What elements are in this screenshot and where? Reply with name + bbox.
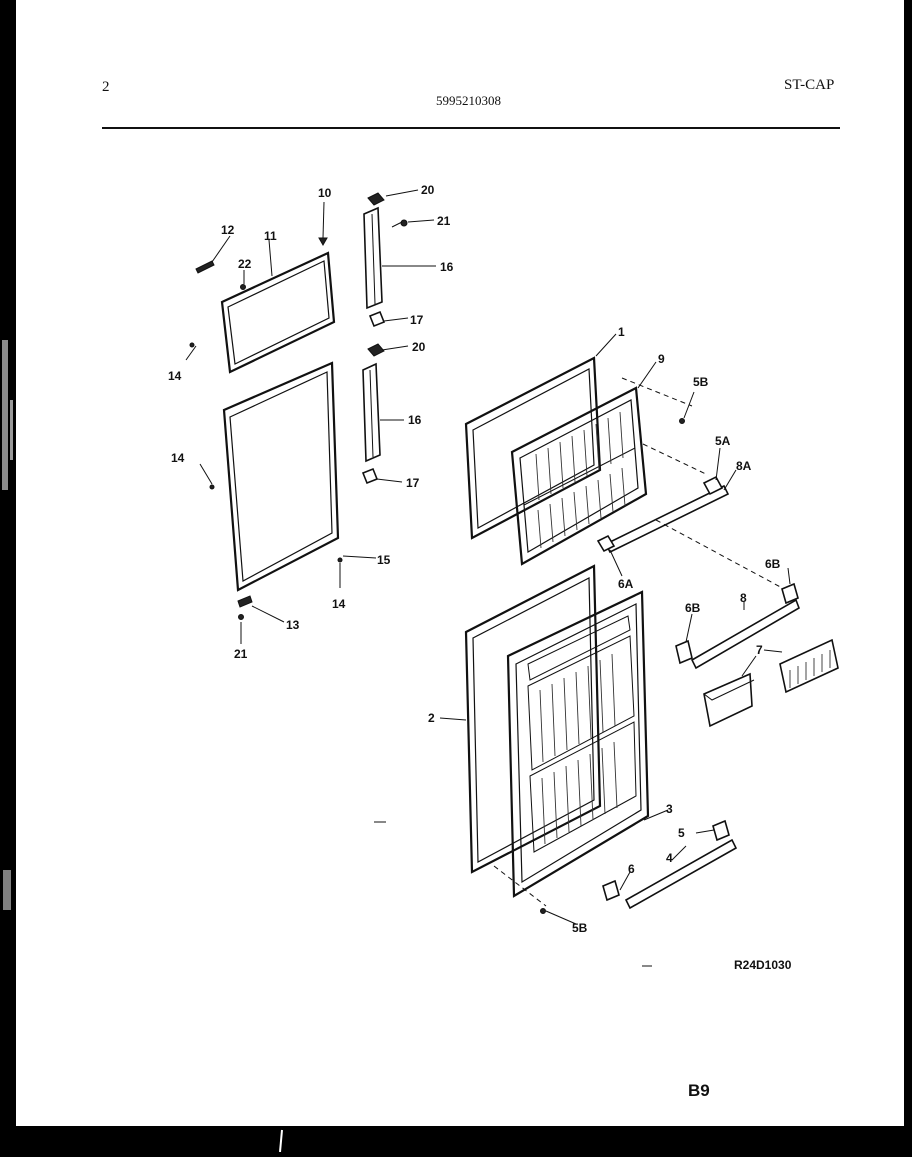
assembly-line-d xyxy=(493,865,547,907)
page-number: 2 xyxy=(102,79,110,95)
callout-21-a: 21 xyxy=(437,214,451,228)
callout-11: 11 xyxy=(264,229,277,243)
callout-10: 10 xyxy=(318,186,332,200)
section-code: ST-CAP xyxy=(784,77,835,93)
callout-6b-left: 6B xyxy=(685,601,701,615)
part-3-fresh-food-door-liner xyxy=(506,590,650,898)
callout-16-b: 16 xyxy=(408,413,422,427)
part-number: 5995210308 xyxy=(436,93,501,108)
part-16-lower-hinge-strip xyxy=(361,343,385,485)
callout-16-a: 16 xyxy=(440,260,454,274)
part-15-fresh-food-gasket xyxy=(222,361,340,592)
exploded-parts-diagram: 10 12 11 22 14 14 14 15 13 21 20 21 16 1… xyxy=(168,183,839,1100)
door-liner-ribs-upper xyxy=(539,653,616,763)
part-7-dairy-covers xyxy=(703,638,839,728)
callout-13: 13 xyxy=(286,618,300,632)
small-hardware xyxy=(189,219,685,914)
assembly-line-c xyxy=(655,519,787,591)
callout-1: 1 xyxy=(618,325,625,339)
callout-8a: 8A xyxy=(736,459,752,473)
part-9-freezer-door-liner xyxy=(510,386,648,566)
callout-9: 9 xyxy=(658,352,665,366)
callout-6b-right: 6B xyxy=(765,557,781,571)
part-16-upper-hinge-strip xyxy=(363,192,386,328)
callout-20-a: 20 xyxy=(421,183,435,197)
liner-ribs-upper xyxy=(535,411,624,501)
liner-ribs-lower xyxy=(537,467,626,549)
callout-5a: 5A xyxy=(715,434,731,448)
leader-lines xyxy=(185,189,791,925)
callout-3: 3 xyxy=(666,802,673,816)
page-code: B9 xyxy=(688,1081,710,1100)
assembly-line-a xyxy=(621,377,693,407)
part-1-freezer-door-gasket xyxy=(464,356,602,540)
header-rule xyxy=(102,127,840,129)
callout-14-b: 14 xyxy=(171,451,185,465)
callout-6a: 6A xyxy=(618,577,634,591)
callout-15: 15 xyxy=(377,553,391,567)
callout-22: 22 xyxy=(238,257,252,271)
diagram-code: R24D1030 xyxy=(734,958,792,972)
callout-5b-bottom: 5B xyxy=(572,921,588,935)
callout-6: 6 xyxy=(628,862,635,876)
callout-17-b: 17 xyxy=(406,476,420,490)
part-8a-door-shelf xyxy=(596,475,730,554)
part-4-bottom-door-shelf xyxy=(602,819,738,910)
part-11-freezer-gasket xyxy=(220,251,336,374)
callout-7: 7 xyxy=(756,643,763,657)
assembly-line-b xyxy=(642,443,709,476)
callout-8: 8 xyxy=(740,591,747,605)
callout-5: 5 xyxy=(678,826,685,840)
callout-4: 4 xyxy=(666,851,673,865)
callout-5b-top: 5B xyxy=(693,375,709,389)
scan-bottom-edge xyxy=(279,1129,283,1152)
part-8-door-shelf xyxy=(675,582,800,670)
callout-14-a: 14 xyxy=(168,369,182,383)
part-2-fresh-food-door-gasket xyxy=(464,564,602,874)
callout-20-b: 20 xyxy=(412,340,426,354)
door-liner-ribs-lower xyxy=(541,741,618,845)
callout-12: 12 xyxy=(221,223,235,237)
callout-17-a: 17 xyxy=(410,313,424,327)
diagram-sheet: 2 5995210308 ST-CAP xyxy=(16,0,904,1126)
callout-14-c: 14 xyxy=(332,597,346,611)
scan-edge-marks xyxy=(2,340,13,910)
callout-2: 2 xyxy=(428,711,435,725)
scan-edge xyxy=(0,0,16,1152)
callout-21-b: 21 xyxy=(234,647,248,661)
